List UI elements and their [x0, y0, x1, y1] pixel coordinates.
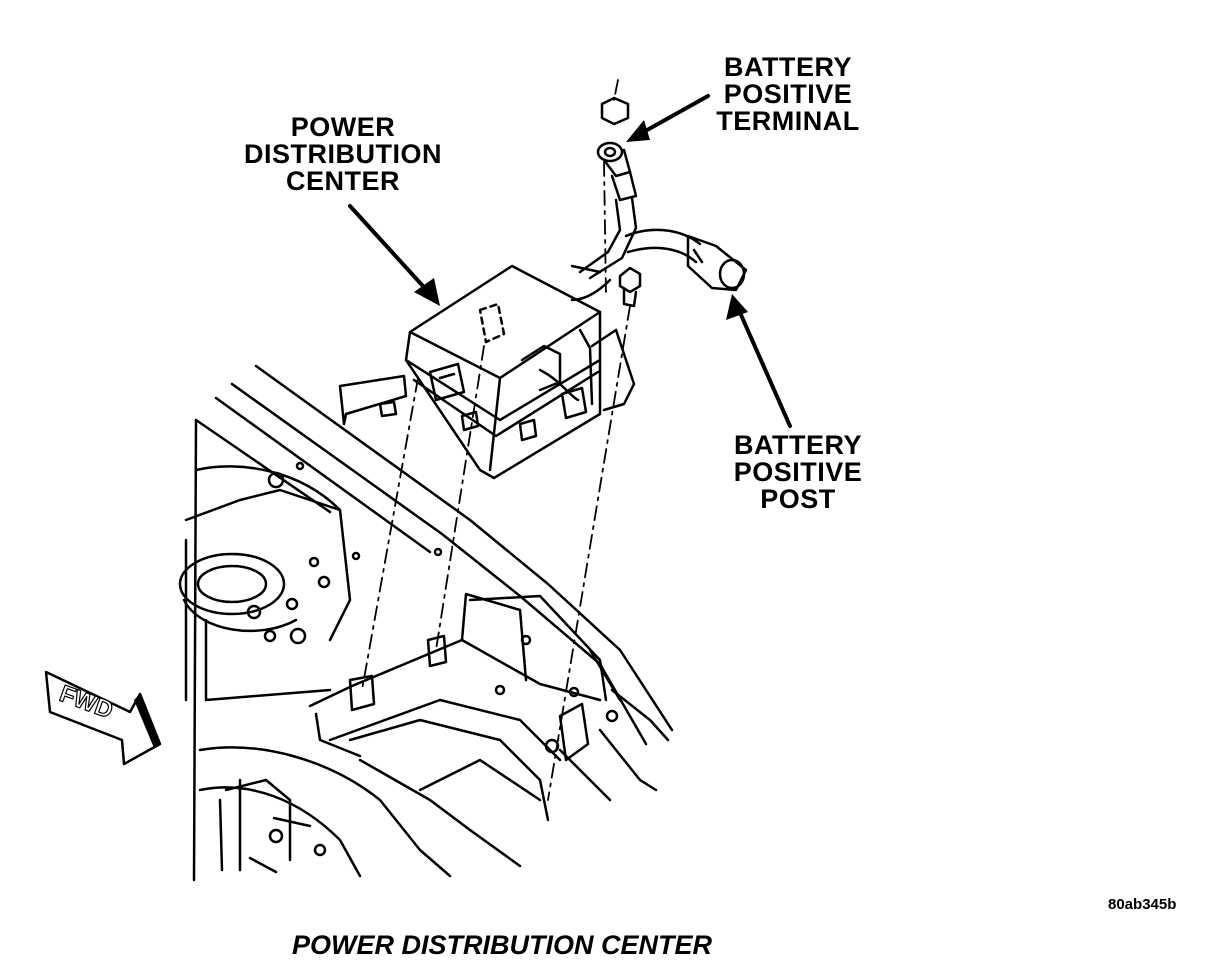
battery-positive-cable: [570, 96, 748, 302]
callout-line: DISTRIBUTION: [244, 139, 442, 169]
leader-arrows: [348, 94, 792, 428]
vehicle-body-panel: [178, 364, 674, 882]
power-distribution-center-box: [338, 264, 636, 480]
figure-caption: POWER DISTRIBUTION CENTER: [292, 930, 713, 960]
callout-line: POSITIVE: [733, 457, 863, 487]
pdc-arrowhead: [414, 278, 440, 306]
callout-battery-positive-terminal: BATTERY POSITIVE TERMINAL: [708, 54, 868, 135]
callout-line: POSITIVE: [723, 79, 853, 109]
post-leader-arrow: [736, 306, 792, 428]
fwd-arrow-shadow: [134, 694, 160, 748]
callout-line: POWER: [290, 112, 396, 142]
figure-id: 80ab345b: [1108, 896, 1177, 913]
callout-line: CENTER: [285, 166, 400, 196]
fwd-arrow-outline: [44, 670, 162, 766]
callout-line: BATTERY: [734, 430, 862, 460]
mounting-bolt: [618, 266, 642, 308]
alignment-lines: [361, 79, 631, 801]
callout-line: TERMINAL: [716, 106, 860, 136]
callout-line: BATTERY: [724, 52, 852, 82]
fwd-arrow: FWD: [44, 670, 162, 766]
callout-line: POST: [760, 484, 836, 514]
callout-battery-positive-post: BATTERY POSITIVE POST: [718, 432, 878, 513]
post-arrowhead: [726, 294, 748, 320]
terminal-arrowhead: [626, 120, 650, 142]
terminal-leader-arrow: [638, 94, 710, 136]
callout-power-distribution-center: POWER DISTRIBUTION CENTER: [238, 114, 448, 195]
pdc-leader-arrow: [348, 204, 434, 298]
